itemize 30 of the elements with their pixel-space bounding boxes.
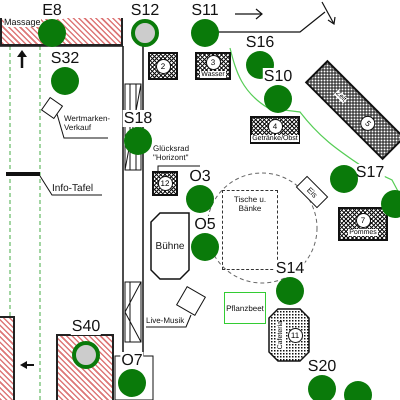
area-label: Pflanzbeet [225,304,265,312]
sensor-label: S18 [122,110,154,127]
stall-number: 3 [206,54,220,70]
stall-box [338,207,388,241]
stall-box [250,116,300,144]
stall-box [148,52,178,80]
stall-number: 2 [156,58,170,74]
stall-box [195,52,231,80]
area-label: Eis [304,184,320,202]
sign-label: Wertmarken-Verkauf [64,114,120,138]
leader-line [56,114,108,138]
stage-label: Bühne [156,242,184,250]
hatched-building [0,316,15,400]
info-board [6,172,40,176]
stall-number: 12 [158,176,172,191]
sign-label: Info-Tafel [52,183,102,194]
sensor-label: O5 [193,216,217,233]
stall-number: 4 [268,118,282,134]
dashed-area [222,190,278,270]
leader-line [40,176,102,196]
stall-box [152,171,178,196]
leader-line [158,166,200,172]
stall-number: 7 [356,212,370,228]
sensor-label: S40 [70,318,102,335]
sensor-label: S14 [274,260,306,277]
area-box [224,292,266,324]
sensor-label: E8 [41,2,63,19]
sign-label: Glücksrad "Horizont" [153,144,201,165]
sign-label: Live-Musik [146,316,190,326]
area-label: Massage [4,18,41,27]
